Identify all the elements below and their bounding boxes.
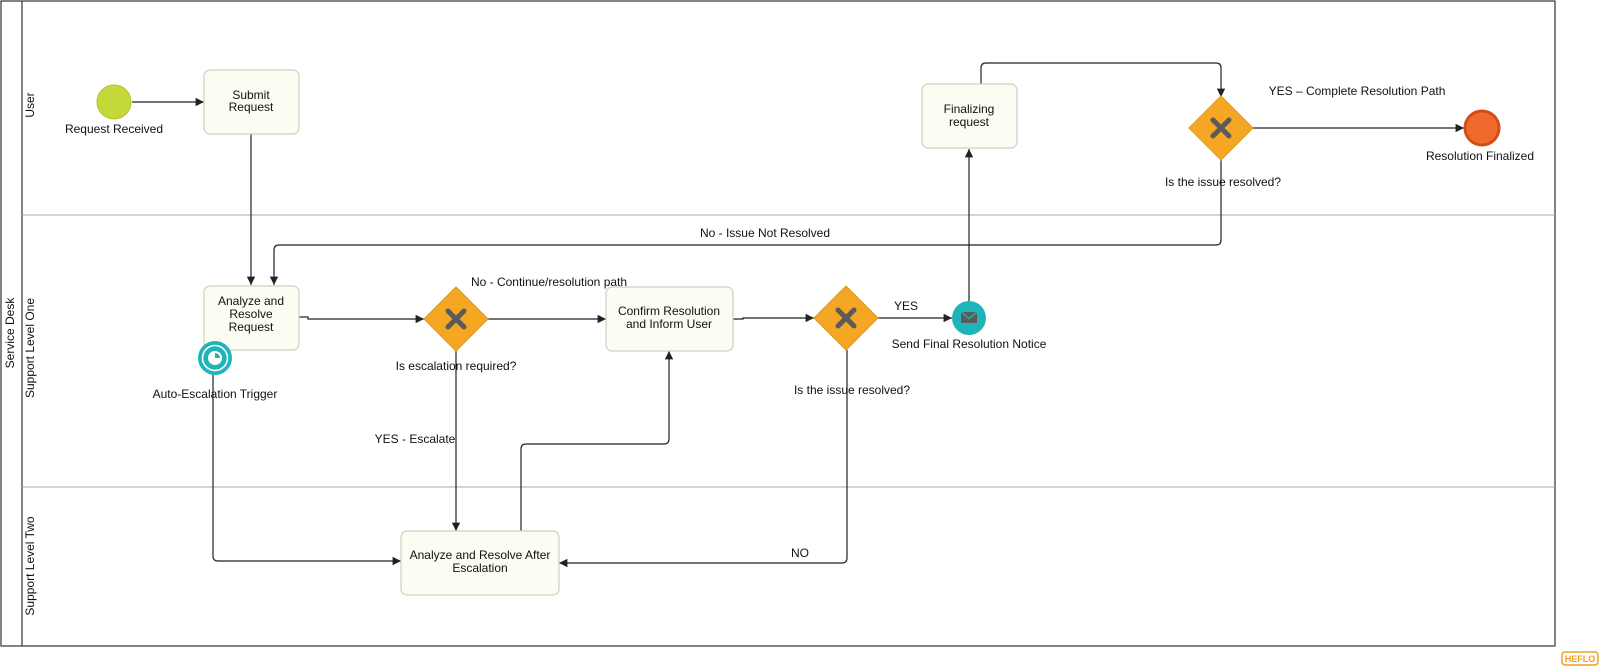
- sequence-flows: [132, 62, 1464, 568]
- flow-gateway-no-to-analyze[interactable]: [269, 160, 1222, 285]
- message-event-label: Send Final Resolution Notice: [892, 337, 1047, 351]
- flow-confirm-to-gateway[interactable]: [733, 313, 814, 323]
- timer-event-label: Auto-Escalation Trigger: [153, 387, 278, 401]
- task-analyze-resolve-request[interactable]: Analyze and Resolve Request: [203, 285, 300, 351]
- task-analyze-after-escalation[interactable]: Analyze and Resolve After Escalation: [400, 530, 560, 596]
- clock-icon: [208, 351, 222, 365]
- pool-border: [0, 0, 1556, 647]
- envelope-icon: [960, 311, 978, 323]
- task-text-line: Analyze and: [218, 294, 284, 308]
- gateway-escalation-required[interactable]: [423, 286, 489, 352]
- x-mark: [445, 308, 467, 330]
- flow-timer-to-escalation[interactable]: [212, 374, 401, 566]
- task-text-line: Request: [229, 100, 274, 114]
- task-text-line: Submit: [232, 88, 270, 102]
- gateway-issue-resolved-1[interactable]: [813, 285, 879, 351]
- gateway-label-escalation: Is escalation required?: [396, 359, 517, 373]
- gateway-label-resolved-2: Is the issue resolved?: [1165, 175, 1281, 189]
- start-event[interactable]: [96, 84, 132, 120]
- task-text-line: Resolve: [229, 307, 273, 321]
- watermark-text: HEFLO: [1565, 654, 1596, 664]
- task-confirm-resolution[interactable]: Confirm Resolution and Inform User: [605, 286, 734, 352]
- task-submit-request[interactable]: Submit Request: [203, 69, 300, 135]
- pool-service-desk: Service Desk User Support Level One Supp…: [0, 0, 1556, 647]
- flow-gateway-no-to-escalation[interactable]: [559, 350, 848, 568]
- task-text-line: Escalation: [452, 561, 507, 575]
- lane-label-user: User: [23, 92, 37, 117]
- task-text-line: Request: [229, 320, 274, 334]
- gateway-issue-resolved-2[interactable]: [1188, 95, 1254, 161]
- x-mark: [835, 307, 857, 329]
- gateway-label-resolved-1: Is the issue resolved?: [794, 383, 910, 397]
- pool-label: Service Desk: [3, 297, 17, 369]
- task-text-line: Confirm Resolution: [618, 304, 720, 318]
- task-text-line: Analyze and Resolve After: [410, 548, 551, 562]
- flow-escalation-to-confirm[interactable]: [520, 351, 674, 531]
- end-event[interactable]: [1463, 109, 1501, 147]
- task-text-line: request: [949, 115, 990, 129]
- flow-finalizing-to-gateway[interactable]: [980, 62, 1226, 97]
- flow-label-yes-complete: YES – Complete Resolution Path: [1269, 84, 1446, 98]
- task-text-line: and Inform User: [626, 317, 712, 331]
- timer-event[interactable]: [198, 341, 232, 375]
- x-mark: [1210, 117, 1232, 139]
- task-text-line: Finalizing: [944, 102, 995, 116]
- flow-label-no-not-resolved: No - Issue Not Resolved: [700, 226, 830, 240]
- message-event[interactable]: [952, 301, 986, 335]
- task-finalizing-request[interactable]: Finalizing request: [921, 83, 1018, 149]
- lane-label-level-two: Support Level Two: [23, 516, 37, 616]
- flow-analyze-to-gateway[interactable]: [299, 314, 424, 324]
- flow-label-yes-escalate: YES - Escalate: [375, 432, 456, 446]
- start-event-label: Request Received: [65, 122, 163, 136]
- end-event-label: Resolution Finalized: [1426, 149, 1534, 163]
- flow-label-yes: YES: [894, 299, 918, 313]
- heflo-logo: HEFLO: [1561, 651, 1599, 666]
- lane-label-level-one: Support Level One: [23, 298, 37, 398]
- flow-label-no-continue: No - Continue/resolution path: [471, 275, 627, 289]
- flow-label-no: NO: [791, 546, 809, 560]
